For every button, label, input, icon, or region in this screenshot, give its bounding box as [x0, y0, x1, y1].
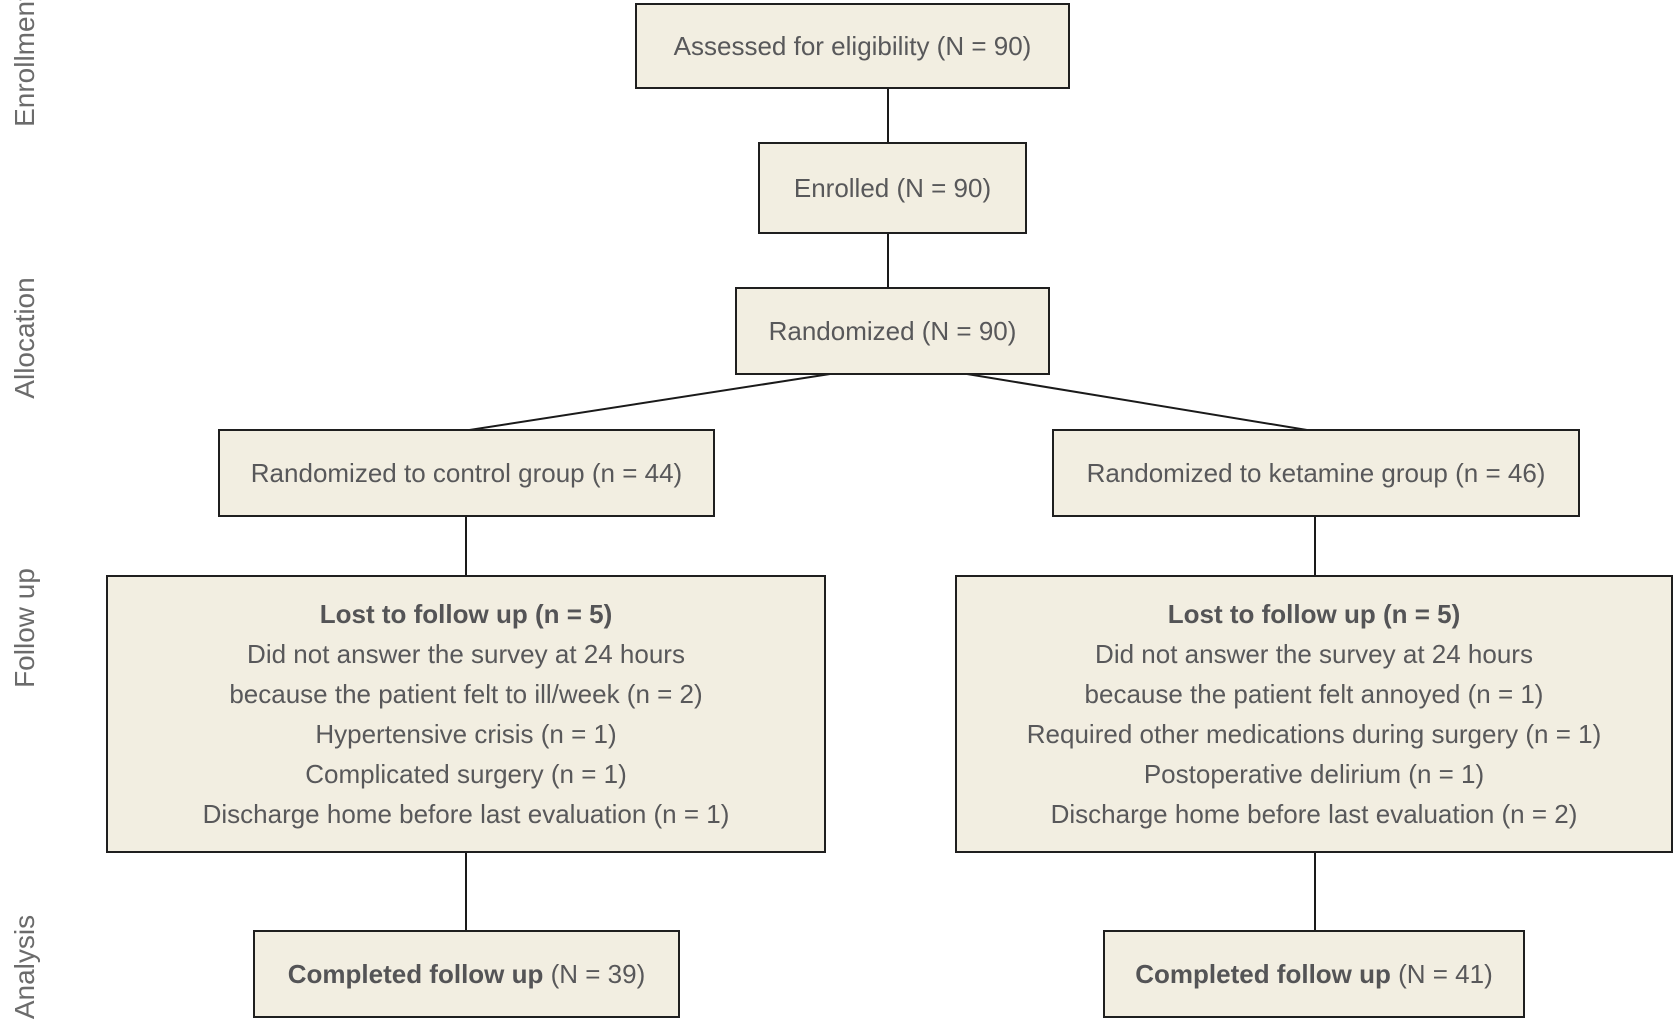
ketamine-group-label: Randomized to ketamine group (n = 46): [1086, 457, 1546, 488]
lost-followup-left-line: Hypertensive crisis (n = 1): [315, 719, 617, 749]
enrolled-label: Enrolled (N = 90): [793, 172, 992, 203]
stage-label-allocation: Allocation: [9, 277, 40, 399]
completed-left-box: Completed follow up (N = 39): [253, 930, 680, 1018]
lost-followup-left-line: Discharge home before last evaluation (n…: [202, 799, 730, 829]
stage-label-enrollment: Enrollment: [9, 0, 40, 127]
connector-randomized-ketamine: [966, 373, 1314, 432]
assessed-box: Assessed for eligibility (N = 90): [635, 3, 1070, 89]
lost-followup-left-line: Complicated surgery (n = 1): [305, 759, 627, 789]
enrolled-box: Enrolled (N = 90): [758, 142, 1027, 234]
completed-right-rest: (N = 41): [1390, 958, 1493, 989]
lost-followup-right-title: Lost to follow up (n = 5): [1167, 599, 1461, 629]
lost-followup-right-line: Postoperative delirium (n = 1): [1143, 759, 1485, 789]
completed-right-box: Completed follow up (N = 41): [1103, 930, 1525, 1018]
connector-randomized-control: [462, 373, 831, 432]
randomized-box: Randomized (N = 90): [735, 287, 1050, 375]
lost-followup-right-line: Discharge home before last evaluation (n…: [1050, 799, 1578, 829]
lost-followup-right-line: because the patient felt annoyed (n = 1): [1084, 679, 1544, 709]
stage-label-analysis: Analysis: [9, 914, 40, 1020]
lost-followup-right-box: Lost to follow up (n = 5) Did not answer…: [955, 575, 1673, 853]
lost-followup-left-box: Lost to follow up (n = 5) Did not answer…: [106, 575, 826, 853]
assessed-label: Assessed for eligibility (N = 90): [673, 30, 1032, 61]
ketamine-group-box: Randomized to ketamine group (n = 46): [1052, 429, 1580, 517]
lost-followup-left-title: Lost to follow up (n = 5): [319, 599, 613, 629]
control-group-box: Randomized to control group (n = 44): [218, 429, 715, 517]
completed-left-rest: (N = 39): [543, 958, 646, 989]
completed-right-label: Completed follow up (N = 41): [1135, 958, 1493, 991]
lost-followup-left-line: because the patient felt to ill/week (n …: [229, 679, 703, 709]
randomized-label: Randomized (N = 90): [768, 315, 1017, 346]
completed-left-bold: Completed follow up: [287, 958, 544, 989]
lost-followup-right-line: Required other medications during surger…: [1026, 719, 1602, 749]
stage-label-followup: Follow up: [9, 568, 40, 688]
completed-right-bold: Completed follow up: [1135, 958, 1391, 989]
lost-followup-left-line: Did not answer the survey at 24 hours: [247, 639, 685, 669]
completed-left-label: Completed follow up (N = 39): [288, 958, 646, 991]
lost-followup-right-line: Did not answer the survey at 24 hours: [1095, 639, 1533, 669]
control-group-label: Randomized to control group (n = 44): [250, 457, 683, 488]
